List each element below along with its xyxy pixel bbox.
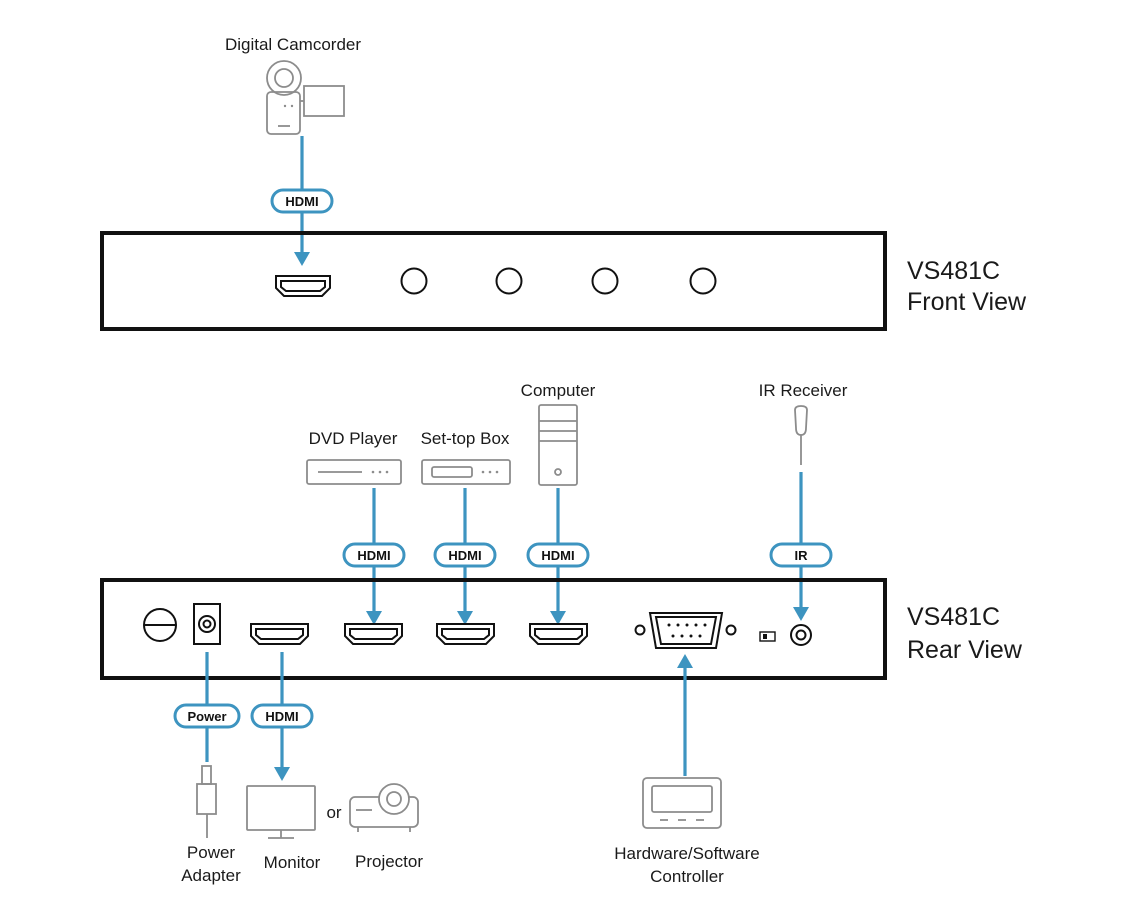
controller-label-line2: Controller (650, 867, 724, 886)
camcorder-label: Digital Camcorder (225, 35, 361, 54)
camcorder-icon (266, 60, 345, 135)
set-top-box-icon (421, 459, 511, 485)
front-button-4[interactable] (689, 267, 717, 295)
rear-panel (100, 578, 887, 680)
output-cable-tag: HDMI (250, 703, 314, 729)
front-hdmi-port-icon (275, 275, 331, 297)
front-hdmi-cable-tag: HDMI (270, 188, 334, 214)
ir-cable (793, 472, 809, 621)
front-model-label: VS481C (907, 257, 1000, 285)
computer-label: Computer (521, 381, 596, 400)
set-top-box-label: Set-top Box (421, 429, 510, 448)
projector-icon (349, 783, 419, 832)
computer-cable-tag: HDMI (526, 542, 590, 568)
front-button-3[interactable] (591, 267, 619, 295)
power-switch-icon[interactable] (143, 608, 177, 642)
or-label: or (326, 803, 341, 822)
front-button-2[interactable] (495, 267, 523, 295)
output-hdmi-port-icon (250, 623, 309, 645)
rear-view-label: Rear View (907, 636, 1023, 664)
svg-text:HDMI: HDMI (285, 194, 318, 209)
svg-text:Power: Power (187, 709, 226, 724)
controller-cable (677, 654, 693, 776)
projector-label: Projector (355, 852, 423, 871)
power-adapter-label-line2: Adapter (181, 866, 241, 885)
svg-text:HDMI: HDMI (448, 548, 481, 563)
svg-text:IR: IR (795, 548, 809, 563)
power-adapter-icon (196, 765, 217, 838)
monitor-icon (246, 785, 316, 839)
svg-text:HDMI: HDMI (265, 709, 298, 724)
ir-receiver-icon (794, 405, 808, 465)
front-panel (100, 231, 887, 331)
dvd-player-icon (306, 459, 402, 485)
input-3-hdmi-port-icon (529, 623, 588, 645)
dip-switch-icon[interactable] (759, 631, 776, 642)
svg-text:HDMI: HDMI (357, 548, 390, 563)
power-cable-tag: Power (173, 703, 241, 729)
dvd-cable-tag: HDMI (342, 542, 406, 568)
power-jack-icon (193, 603, 221, 645)
ir-port-icon (790, 624, 812, 646)
monitor-label: Monitor (264, 853, 321, 872)
svg-text:HDMI: HDMI (541, 548, 574, 563)
rs232-port-icon (634, 612, 737, 649)
input-1-hdmi-port-icon (344, 623, 403, 645)
controller-label-line1: Hardware/Software (614, 844, 760, 863)
power-adapter-label-line1: Power (187, 843, 236, 862)
ir-receiver-label: IR Receiver (759, 381, 848, 400)
front-button-1[interactable] (400, 267, 428, 295)
computer-tower-icon (538, 404, 578, 486)
dvd-player-label: DVD Player (309, 429, 398, 448)
input-2-hdmi-port-icon (436, 623, 495, 645)
stb-cable-tag: HDMI (433, 542, 497, 568)
rear-model-label: VS481C (907, 603, 1000, 631)
controller-icon (642, 777, 722, 829)
ir-cable-tag: IR (769, 542, 833, 568)
front-view-label: Front View (907, 288, 1027, 316)
